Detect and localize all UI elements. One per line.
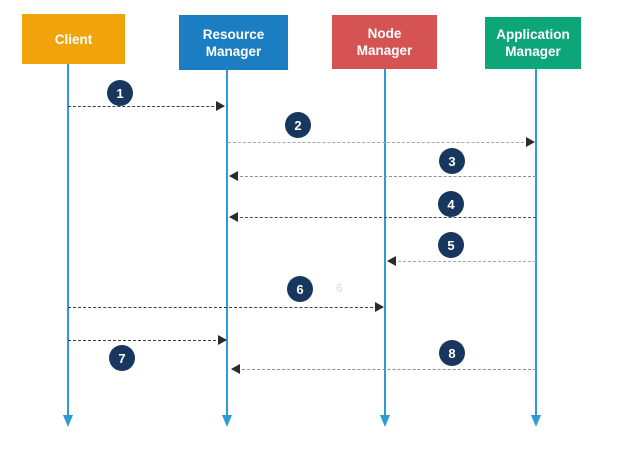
actor-label: Node Manager (356, 26, 413, 58)
lifeline-application-manager (535, 69, 537, 415)
lifeline-arrowhead-icon (63, 415, 73, 427)
step-badge-4: 4 (438, 191, 464, 217)
actor-box-client: Client (22, 14, 125, 64)
actor-box-application-manager: Application Manager (485, 17, 581, 69)
lifeline-arrowhead-icon (380, 415, 390, 427)
lifeline-resource-manager (226, 70, 228, 415)
message-arrow-7 (68, 335, 227, 345)
actor-box-node-manager: Node Manager (332, 15, 437, 69)
arrowhead-right-icon (216, 101, 225, 111)
arrowhead-left-icon (231, 364, 240, 374)
arrowhead-left-icon (229, 212, 238, 222)
arrowhead-right-icon (526, 137, 535, 147)
step-badge-1: 1 (107, 80, 133, 106)
actor-label: Resource Manager (202, 26, 265, 59)
step-badge-5: 5 (438, 232, 464, 258)
message-arrow-4 (229, 212, 536, 222)
message-arrow-2 (228, 137, 535, 147)
message-arrow-3 (229, 171, 536, 181)
lifeline-client (67, 64, 69, 415)
arrowhead-left-icon (229, 171, 238, 181)
step-badge-7: 7 (109, 345, 135, 371)
arrowhead-right-icon (218, 335, 227, 345)
step-badge-8: 8 (439, 340, 465, 366)
ghost-step-number: 6 (336, 281, 343, 295)
step-badge-6: 6 (287, 276, 313, 302)
actor-label: Application Manager (496, 27, 570, 59)
arrowhead-left-icon (387, 256, 396, 266)
message-arrow-1 (68, 101, 225, 111)
actor-box-resource-manager: Resource Manager (179, 15, 288, 70)
message-arrow-5 (387, 256, 536, 266)
message-arrow-8 (231, 364, 536, 374)
lifeline-node-manager (384, 69, 386, 415)
step-badge-3: 3 (439, 148, 465, 174)
message-arrow-6 (68, 302, 384, 312)
lifeline-arrowhead-icon (531, 415, 541, 427)
step-badge-2: 2 (285, 112, 311, 138)
lifeline-arrowhead-icon (222, 415, 232, 427)
arrowhead-right-icon (375, 302, 384, 312)
actor-label: Client (54, 31, 93, 47)
